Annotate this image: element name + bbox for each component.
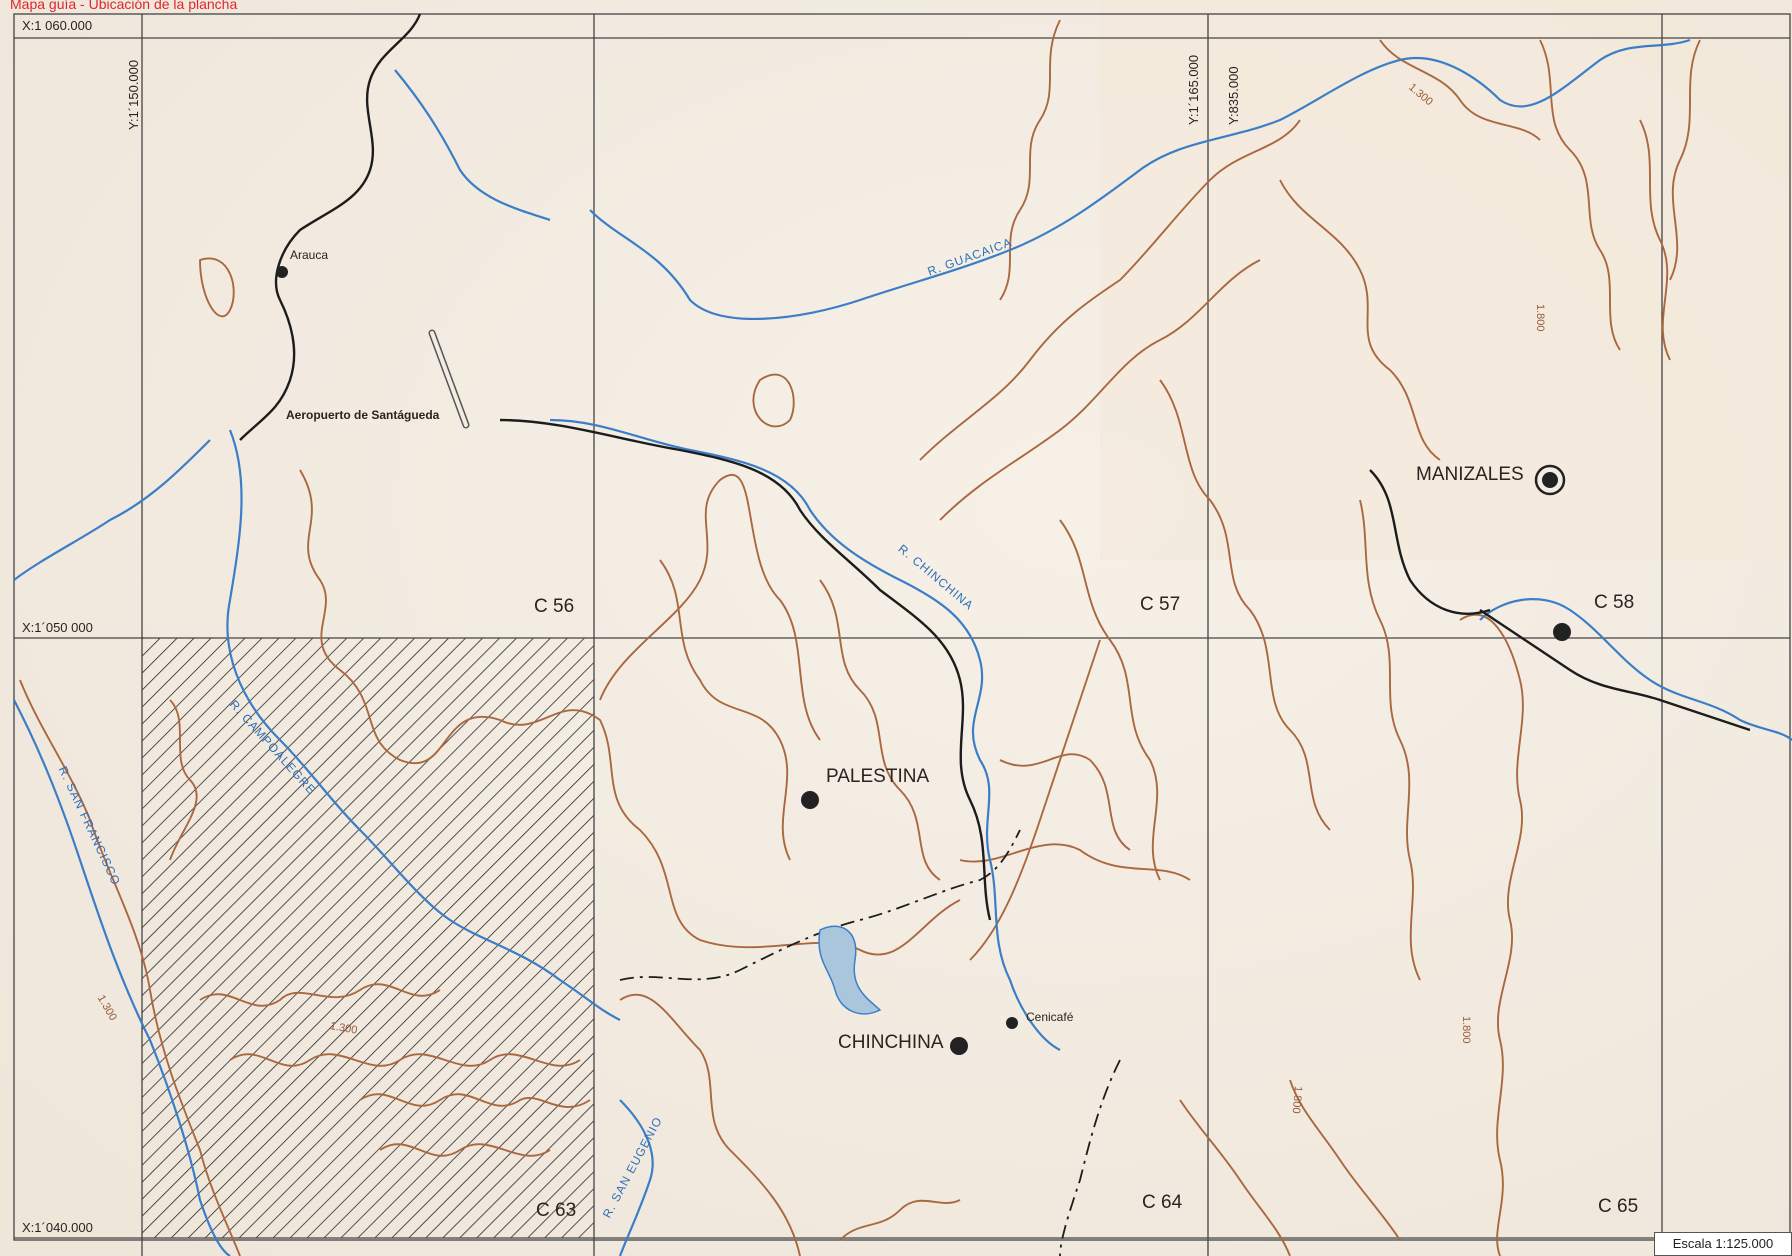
map-heading: Mapa guía - Ubicación de la plancha bbox=[10, 0, 238, 12]
palestina-label: PALESTINA bbox=[826, 766, 930, 787]
sheet-label-c56: C 56 bbox=[534, 596, 575, 617]
contour-label-1800-c: 1.800 bbox=[1289, 1085, 1304, 1114]
palestina-marker[interactable] bbox=[801, 791, 819, 809]
scale-label: Escala 1:125.000 bbox=[1654, 1232, 1792, 1256]
sheet-grid bbox=[13, 13, 1791, 1256]
coord-x-top: X:1 060.000 bbox=[22, 18, 93, 33]
sheet-label-c65: C 65 bbox=[1598, 1196, 1639, 1217]
department-boundary bbox=[239, 13, 1751, 921]
sheet-label-c64: C 64 bbox=[1142, 1192, 1183, 1213]
coord-y-left: Y:1´150.000 bbox=[126, 59, 141, 130]
sheet-label-c63: C 63 bbox=[536, 1200, 577, 1221]
arauca-marker[interactable] bbox=[276, 266, 288, 278]
contour-label-1800-a: 1.800 bbox=[1534, 304, 1546, 332]
cenicafe-label: Cenicafé bbox=[1026, 1010, 1074, 1024]
chinchina-label: CHINCHINA bbox=[838, 1032, 944, 1053]
rivers bbox=[13, 38, 1792, 1256]
arauca-label: Arauca bbox=[290, 248, 329, 262]
airport-runway bbox=[428, 329, 470, 429]
sheet-label-c58: C 58 bbox=[1594, 592, 1635, 613]
plate-hatched-area bbox=[142, 638, 594, 1238]
sheet-label-c57: C 57 bbox=[1140, 594, 1181, 615]
contour-lines bbox=[19, 19, 1701, 1256]
municipal-boundary bbox=[619, 829, 1121, 1256]
airport-label: Aeropuerto de Santágueda bbox=[286, 408, 440, 422]
coord-y-right-2: Y:835.000 bbox=[1226, 66, 1241, 125]
cenicafe-marker[interactable] bbox=[1006, 1017, 1018, 1029]
coord-x-bottom: X:1´040.000 bbox=[22, 1220, 93, 1235]
coord-y-right-1: Y:1´165.000 bbox=[1186, 54, 1201, 125]
contour-label-1800-b: 1.800 bbox=[1460, 1016, 1472, 1044]
manizales-label: MANIZALES bbox=[1416, 464, 1524, 485]
c58-town-marker[interactable] bbox=[1553, 623, 1571, 641]
manizales-marker[interactable] bbox=[1534, 464, 1566, 496]
lake bbox=[818, 925, 882, 1015]
coord-x-mid: X:1´050 000 bbox=[22, 620, 93, 635]
chinchina-marker[interactable] bbox=[950, 1037, 968, 1055]
